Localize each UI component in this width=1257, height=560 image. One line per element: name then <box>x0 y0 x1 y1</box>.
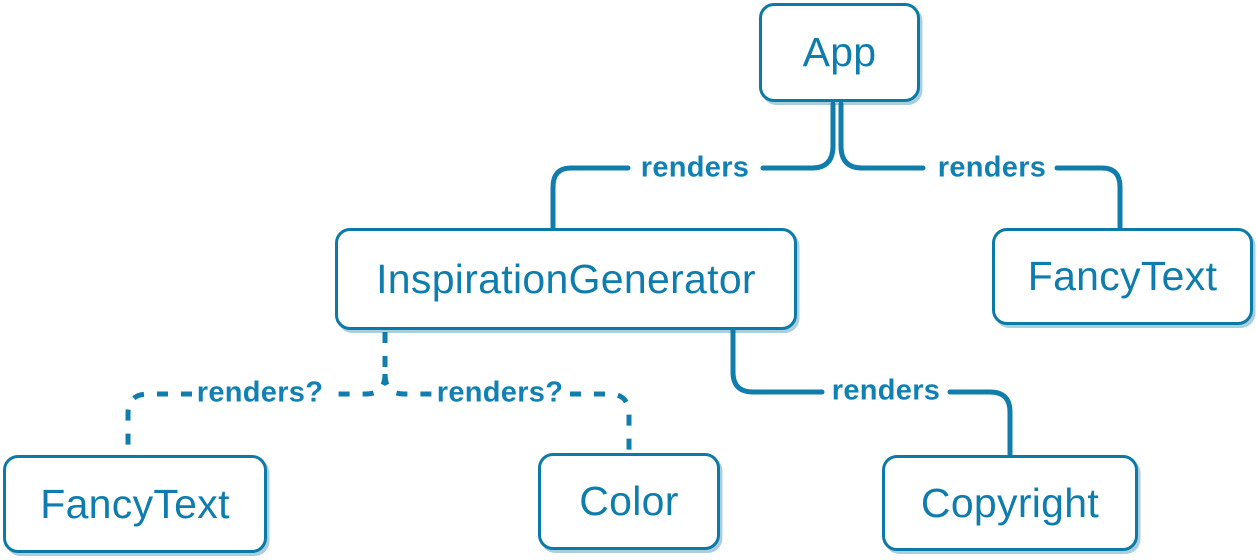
edge-app-to-inspirationgenerator-segment-2 <box>550 165 631 230</box>
edge-inspirationgenerator-to-fancytext-dashed-segment-2 <box>125 391 192 454</box>
edge-app-to-inspirationgenerator-segment-1 <box>760 101 836 171</box>
node-fancy-text-top-label: FancyText <box>1027 253 1218 299</box>
edge-label-inspirationgenerator-to-color: renders? <box>436 376 564 409</box>
edge-label-app-to-fancytext: renders <box>937 151 1047 184</box>
node-inspiration-generator: InspirationGenerator <box>335 228 797 330</box>
node-copyright-label: Copyright <box>920 479 1100 526</box>
edge-app-to-fancytext-segment-1 <box>838 101 926 171</box>
node-app-label: App <box>802 29 877 75</box>
node-fancy-text-top: FancyText <box>992 228 1253 325</box>
node-fancy-text-bottom-label: FancyText <box>40 480 230 527</box>
edge-inspirationgenerator-to-copyright-segment-2 <box>947 389 1013 457</box>
edge-label-app-to-inspirationgenerator: renders <box>640 151 750 184</box>
node-fancy-text-bottom: FancyText <box>3 455 267 553</box>
edge-inspirationgenerator-to-fancytext-dashed-segment-1 <box>333 373 388 397</box>
node-color-label: Color <box>579 478 679 524</box>
node-inspiration-generator-label: InspirationGenerator <box>376 255 756 302</box>
edge-app-to-fancytext-segment-2 <box>1054 165 1123 230</box>
edge-label-inspirationgenerator-to-fancytext: renders? <box>196 376 324 409</box>
edge-inspirationgenerator-to-copyright-segment-1 <box>730 326 825 395</box>
edge-inspirationgenerator-to-color-dashed-segment-2 <box>570 391 632 452</box>
node-app: App <box>759 3 920 102</box>
edge-inspirationgenerator-to-color-dashed-segment-1 <box>382 373 432 397</box>
node-copyright: Copyright <box>882 455 1138 551</box>
edge-label-inspirationgenerator-to-copyright: renders <box>831 374 941 407</box>
node-color: Color <box>538 453 720 550</box>
